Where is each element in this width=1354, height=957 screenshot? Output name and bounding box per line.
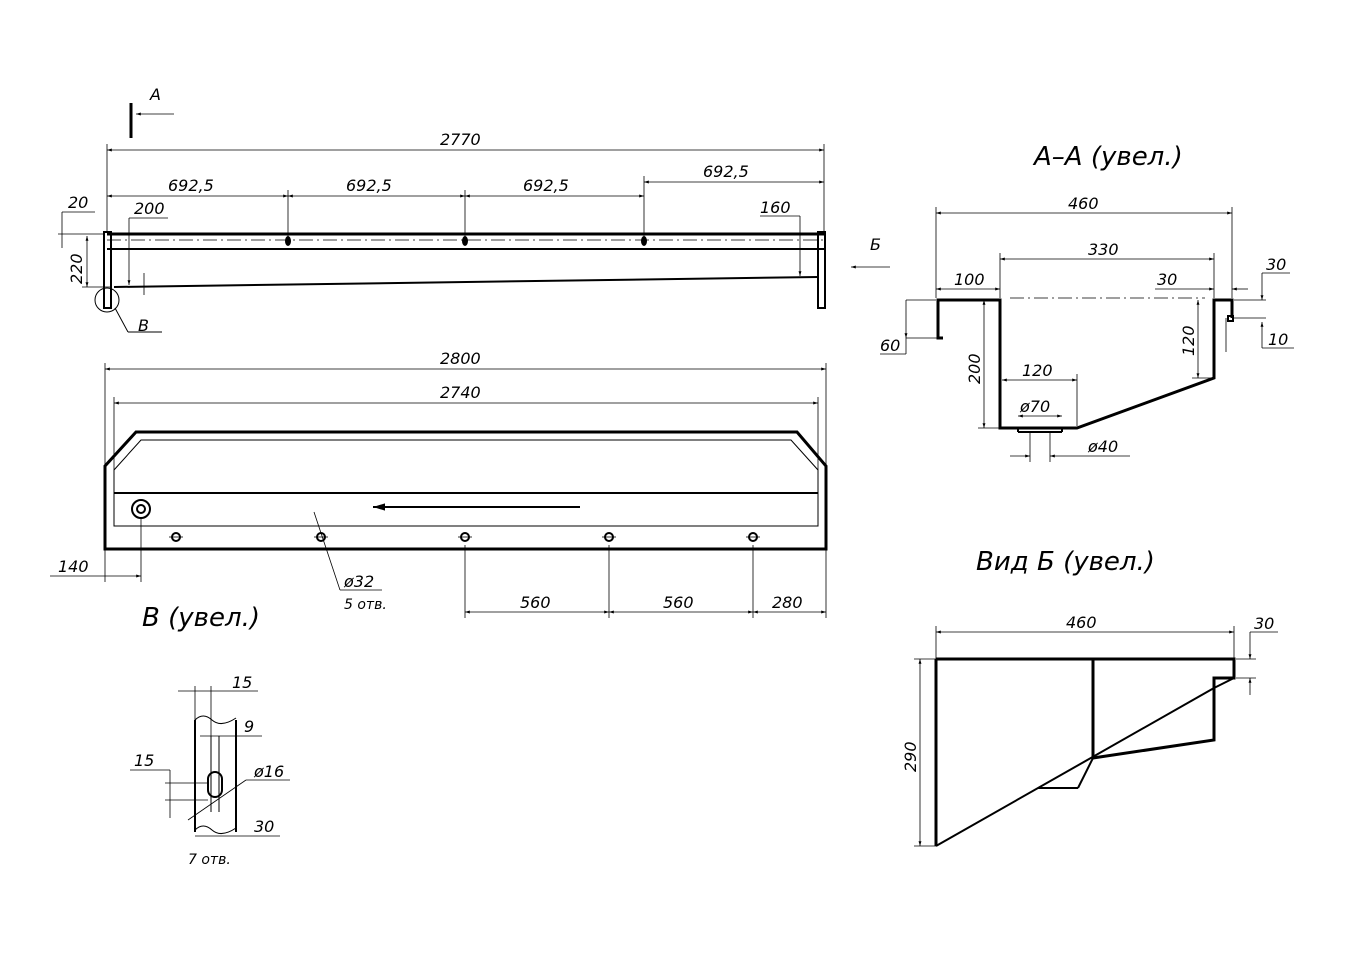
right-end-plate xyxy=(817,231,826,309)
detail-v-callout-circle xyxy=(94,287,120,313)
drain-outlet xyxy=(131,499,151,519)
dim-v-pitch: 30 xyxy=(254,817,274,836)
dim-aa-depth: 200 xyxy=(965,353,984,384)
mount-hole-2 xyxy=(462,236,468,246)
dim-overall: 2770 xyxy=(440,130,481,149)
detail-v-callout-label: В xyxy=(138,316,149,335)
section-mark-b-label: Б xyxy=(870,235,881,254)
section-mark-a-label: А xyxy=(149,85,161,104)
dim-spacing-2: 692,5 xyxy=(346,176,392,195)
view-b: Вид Б (увел.) 460 30 290 xyxy=(901,547,1278,847)
dim-spacing-1: 692,5 xyxy=(168,176,214,195)
dim-aa-width: 460 xyxy=(1068,194,1099,213)
section-aa: А–А (увел.) 460 330 100 30 30 10 xyxy=(880,142,1294,462)
dim-spacing-4: 692,5 xyxy=(703,162,749,181)
dim-hole-dia: ø32 xyxy=(343,572,374,591)
detail-v-title: В (увел.) xyxy=(142,603,260,633)
dim-left-offset: 200 xyxy=(134,199,165,218)
mount-hole-1 xyxy=(285,236,291,246)
dim-aa-bottom-flat: 120 xyxy=(1022,361,1053,380)
dim-v-offset: 15 xyxy=(134,751,154,770)
fixing-holes xyxy=(169,532,760,542)
dim-right-offset: 160 xyxy=(760,198,791,217)
dim-front-inner: 2740 xyxy=(440,383,481,402)
dim-height: 220 xyxy=(67,253,86,284)
note-v-count: 7 отв. xyxy=(188,852,231,868)
dim-pitch-2: 560 xyxy=(663,593,694,612)
dim-aa-lip: 30 xyxy=(1157,270,1177,289)
dim-b-lip: 30 xyxy=(1254,614,1274,633)
note-hole-count: 5 отв. xyxy=(344,597,387,613)
section-mark-b: Б xyxy=(851,235,890,269)
dim-v-slot: 9 xyxy=(244,717,254,736)
dim-aa-lip-right: 30 xyxy=(1266,255,1286,274)
dim-aa-right-height: 120 xyxy=(1179,325,1198,356)
dim-v-hole-dia: ø16 xyxy=(253,762,284,781)
dim-spacing-3: 692,5 xyxy=(523,176,569,195)
dim-left-hole: 140 xyxy=(58,557,89,576)
top-view: В 2770 692,5 692,5 692,5 692,5 20 200 xyxy=(58,130,826,335)
dim-pitch-1: 560 xyxy=(520,593,551,612)
section-mark-a: А xyxy=(129,85,174,138)
left-end-plate xyxy=(103,231,112,309)
dim-left-edge: 20 xyxy=(68,193,88,212)
dim-aa-right-small: 10 xyxy=(1268,330,1288,349)
dim-b-height: 290 xyxy=(901,741,920,772)
dim-aa-flange-depth: 60 xyxy=(880,336,900,355)
dim-b-width: 460 xyxy=(1066,613,1097,632)
keyhole-slot xyxy=(207,771,223,798)
detail-v: В (увел.) 15 9 15 ø16 30 7 отв. xyxy=(130,603,290,868)
section-aa-title: А–А (увел.) xyxy=(1032,142,1183,172)
dim-aa-inner-width: 330 xyxy=(1088,240,1119,259)
dim-front-overall: 2800 xyxy=(440,349,481,368)
mount-hole-3 xyxy=(641,236,647,246)
dim-aa-outlet-inner: ø40 xyxy=(1087,437,1118,456)
view-b-title: Вид Б (увел.) xyxy=(976,547,1155,577)
dim-aa-left-flange: 100 xyxy=(954,270,985,289)
dim-aa-outlet-dia: ø70 xyxy=(1019,397,1050,416)
front-view: 2800 2740 140 ø32 5 отв. 560 560 280 xyxy=(50,349,828,618)
dim-end-gap: 280 xyxy=(772,593,803,612)
dim-v-width: 15 xyxy=(232,673,252,692)
